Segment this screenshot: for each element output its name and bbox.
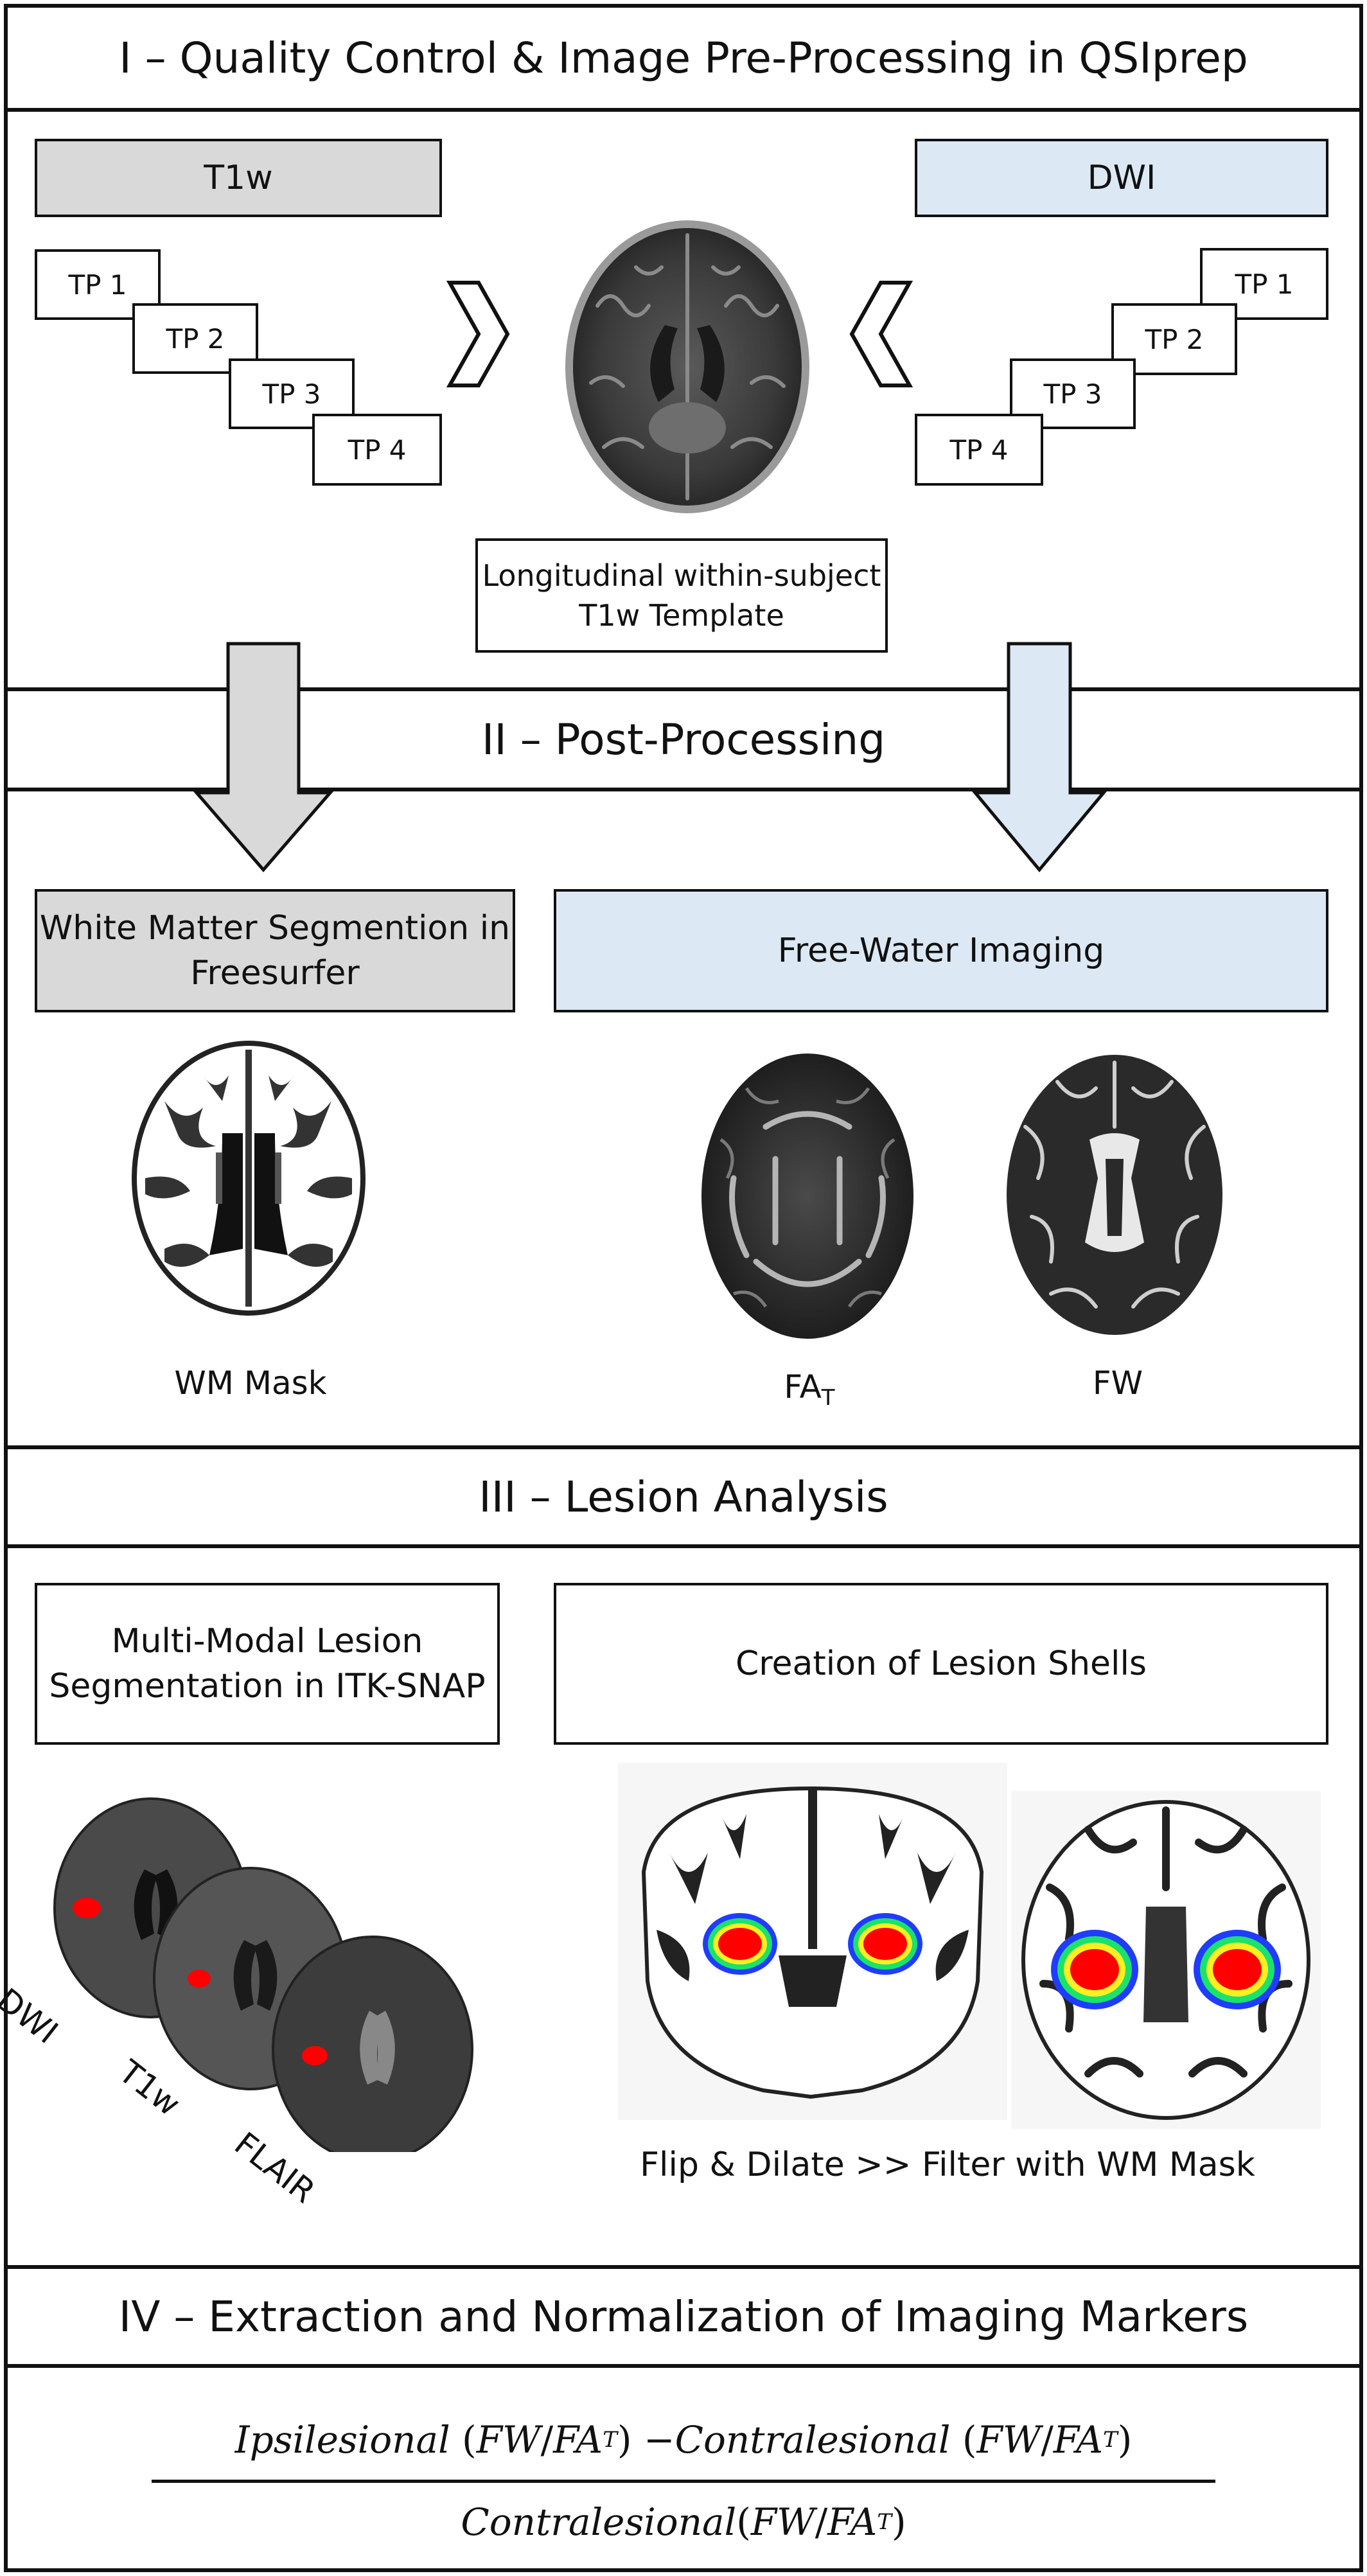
- t1w-tp4: TP 4: [312, 414, 442, 486]
- numerator-contralesional: Contralesional: [675, 2418, 951, 2462]
- free-water-imaging-box: Free-Water Imaging: [554, 889, 1328, 1012]
- denominator-contralesional: Contralesional: [461, 2500, 737, 2544]
- ratio-fw-2: FW: [976, 2418, 1041, 2462]
- fat-caption: FAT: [752, 1368, 867, 1426]
- t1w-tp2: TP 2: [132, 303, 258, 374]
- ratio-sub-3: T: [877, 2509, 892, 2535]
- ratio-fa-3: FA: [827, 2500, 878, 2544]
- right-chevron-icon: [446, 281, 510, 387]
- wm-segmentation-box: White Matter Segmention in Freesurfer: [35, 889, 515, 1012]
- fraction-bar: [152, 2480, 1215, 2483]
- t1w-box: T1w: [35, 139, 442, 217]
- lesion-shells-caption: Flip & Dilate >> Filter with WM Mask: [640, 2146, 1255, 2184]
- lesion-segmentation-box: Multi-Modal Lesion Segmentation in ITK-S…: [35, 1583, 500, 1745]
- diagram-frame: [4, 4, 1363, 2572]
- fw-brain-image: [1007, 1055, 1222, 1335]
- divider-2: [4, 687, 1363, 691]
- ratio-sub-1: T: [603, 2427, 617, 2453]
- divider-3: [4, 788, 1363, 791]
- wm-mask-caption: WM Mask: [174, 1364, 327, 1402]
- multimodal-brains-image: [53, 1797, 473, 2152]
- divider-4: [4, 1445, 1363, 1449]
- section-4-title: IV – Extraction and Normalization of Ima…: [118, 2291, 1249, 2342]
- wm-mask-brain-image: [132, 1041, 366, 1316]
- t1w-template-brain-image: [565, 220, 809, 513]
- title-2-backdrop: [360, 696, 1002, 780]
- template-label-box: Longitudinal within-subject T1w Template: [475, 538, 888, 653]
- left-chevron-icon: [849, 281, 913, 387]
- section-1-title: I – Quality Control & Image Pre-Processi…: [119, 33, 1248, 83]
- divider-7: [4, 2364, 1363, 2368]
- ratio-fw-3: FW: [750, 2500, 815, 2544]
- divider-1: [4, 108, 1363, 112]
- fw-caption: FW: [1092, 1364, 1143, 1402]
- fat-brain-image: [701, 1054, 913, 1339]
- dwi-box: DWI: [915, 139, 1328, 217]
- dwi-tp2: TP 2: [1111, 303, 1237, 375]
- dwi-down-arrow-icon: [971, 642, 1107, 872]
- divider-5: [4, 1544, 1363, 1548]
- ratio-fw-1: FW: [476, 2418, 541, 2462]
- axial-lesion-shell-image: [1011, 1791, 1321, 2129]
- fat-caption-main: FA: [784, 1368, 822, 1406]
- section-3-title: III – Lesion Analysis: [479, 1472, 888, 1522]
- ratio-fa-1: FA: [553, 2418, 603, 2462]
- fat-caption-sub: T: [821, 1385, 835, 1411]
- t1w-down-arrow-icon: [193, 642, 334, 872]
- coronal-lesion-shell-image: [618, 1763, 1007, 2120]
- ratio-fa-2: FA: [1053, 2418, 1103, 2462]
- divider-6: [4, 2265, 1363, 2269]
- dwi-tp4: TP 4: [915, 414, 1043, 486]
- ratio-sub-2: T: [1103, 2427, 1118, 2453]
- lesion-shells-box: Creation of Lesion Shells: [554, 1583, 1328, 1745]
- numerator-ipsilesional: Ipsilesional: [234, 2418, 450, 2462]
- section-2-title-overlay: II – Post-Processing: [481, 714, 886, 764]
